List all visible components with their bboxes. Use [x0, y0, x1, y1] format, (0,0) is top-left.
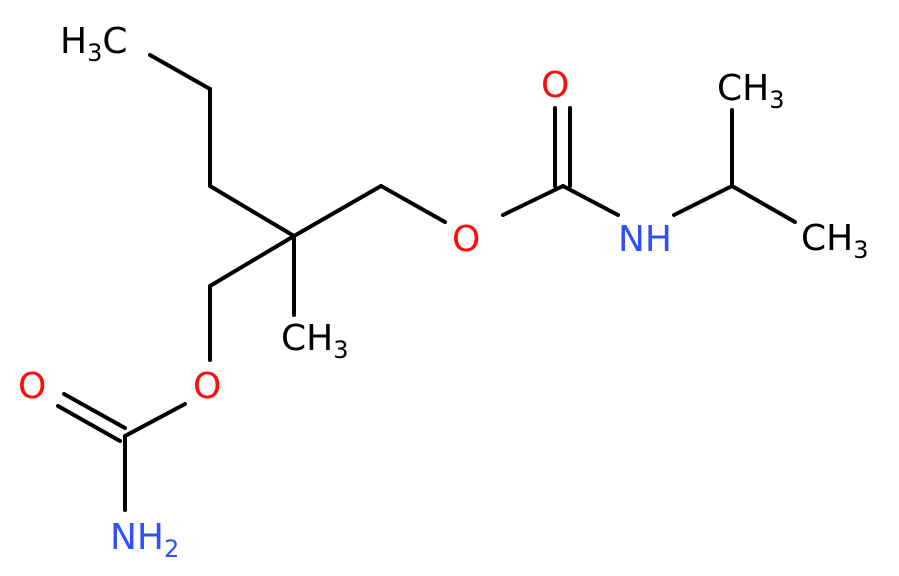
- bond-ch-ch3-bottom: [730, 184, 797, 224]
- oxygen-carbonyl-right-label: O: [541, 65, 569, 106]
- bond-c3-quaternary: [208, 184, 296, 238]
- atom-labels: H3C CH3 CH3 CH3 O O NH O O NH2: [18, 21, 869, 563]
- nh2-label: NH2: [110, 517, 179, 563]
- bond-quaternary-ch2-left: [208, 234, 296, 288]
- ch3-isopropyl-top-label: CH3: [717, 68, 785, 114]
- oxygen-ester-right-label: O: [452, 219, 480, 260]
- ch3-isopropyl-bottom-label: CH3: [801, 218, 869, 264]
- bond-carbonyl-right-nh: [561, 184, 620, 217]
- bond-carbonyl-left-double-a: [62, 392, 127, 430]
- bond-carbonyl-left-double-b: [56, 404, 122, 443]
- bond-o-carbonyl-left: [123, 402, 187, 438]
- oxygen-carbonyl-left-label: O: [18, 366, 46, 407]
- oxygen-ester-left-label: O: [193, 366, 221, 407]
- ch3-top-label: H3C: [60, 21, 128, 67]
- bond-nh-ch: [672, 184, 734, 217]
- bond-ch2-right-o: [379, 184, 447, 224]
- ch3-middle-label: CH3: [281, 318, 349, 364]
- bond-o-carbonyl-right: [501, 184, 565, 217]
- bond-ch3-c2: [148, 53, 212, 91]
- bond-set: [56, 53, 797, 512]
- nh-label: NH: [618, 219, 672, 260]
- bond-quaternary-ch2-right: [292, 184, 383, 238]
